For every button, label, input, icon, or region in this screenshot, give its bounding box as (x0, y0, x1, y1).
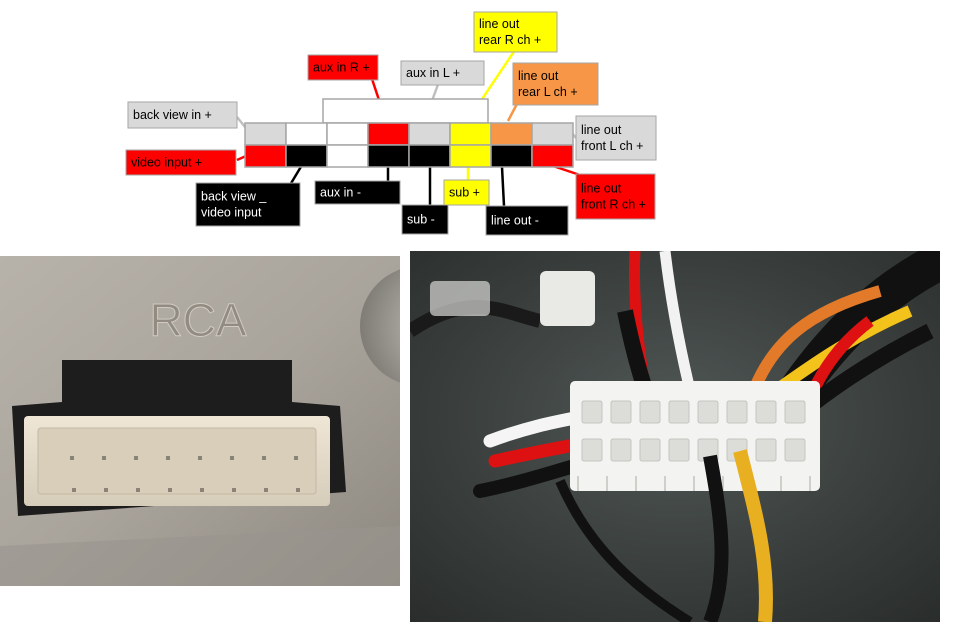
connector-latch (322, 98, 489, 124)
pin-top-1 (244, 122, 287, 146)
wire-orange (744, 285, 882, 403)
pin-top-6 (449, 122, 492, 146)
label-text: video input + (131, 156, 202, 170)
pinout-diagram: back view in + video input + aux in R + aux… (125, 11, 657, 236)
plug-housing (570, 381, 820, 491)
connector-pin-grid (244, 98, 574, 168)
label-line-out-rear-l-plus: line out rear L ch + (512, 62, 599, 106)
label-text: sub - (407, 213, 435, 227)
plug-photo (410, 251, 940, 622)
label-text: front R ch + (581, 198, 646, 212)
pin-labels: back view in + video input + aux in R + aux… (125, 11, 657, 236)
leader-back-view-in (236, 116, 246, 128)
pin-top-8 (531, 122, 574, 146)
label-text: rear L ch + (518, 85, 578, 99)
pin-bottom-5 (408, 144, 451, 168)
pin-bottom-2 (285, 144, 328, 168)
pin-top-4 (367, 122, 410, 146)
label-line-out-front-r-plus: line out front R ch + (575, 173, 656, 220)
label-text: line out (581, 182, 622, 196)
pin-top-7 (490, 122, 533, 146)
label-text: rear R ch + (479, 33, 541, 47)
label-aux-in-l-plus: aux in L + (400, 60, 485, 86)
pin-bottom-4 (367, 144, 410, 168)
label-back-view-in-plus: back view in + (127, 101, 238, 129)
label-line-out-rear-r-plus: line out rear R ch + (473, 11, 558, 53)
label-line-out-front-l-plus: line out front L ch + (575, 115, 657, 161)
socket-photo: RCA (0, 256, 400, 586)
pin-top-3 (326, 122, 369, 146)
label-text: back view in + (133, 108, 212, 122)
label-text: line out (581, 123, 622, 137)
pin-bottom-7 (490, 144, 533, 168)
label-line-out-minus: line out - (485, 205, 569, 236)
label-sub-plus: sub + (443, 179, 490, 206)
leader-line-out-minus (500, 166, 506, 207)
pin-bottom-1 (244, 144, 287, 168)
label-text: sub + (449, 186, 480, 200)
label-text: line out (479, 17, 520, 31)
panel-knob (360, 269, 400, 383)
label-text: line out (518, 69, 559, 83)
label-text: front L ch + (581, 139, 643, 153)
small-white-connector (540, 271, 595, 326)
socket-pins (70, 456, 300, 492)
thick-black-cable (771, 251, 940, 420)
pin-top-5 (408, 122, 451, 146)
pin-bottom-6 (449, 144, 492, 168)
label-sub-minus: sub - (401, 204, 449, 235)
label-back-view-video-input-minus: back view _video input (195, 182, 301, 227)
label-text: aux in - (320, 186, 361, 200)
label-text: aux in L + (406, 66, 460, 80)
pin-bottom-8 (531, 144, 574, 168)
label-aux-in-r-plus: aux in R + (307, 54, 379, 81)
wire-yellow-bottom (733, 449, 773, 622)
rca-embossed-label: RCA (149, 294, 246, 346)
label-text: line out - (491, 214, 539, 228)
label-text: aux in R + (313, 61, 370, 75)
pin-top-2 (285, 122, 328, 146)
label-aux-in-minus: aux in - (314, 180, 401, 205)
leader-back-view-minus (288, 164, 304, 186)
pin-bottom-3 (326, 144, 369, 168)
label-video-input-plus: video input + (125, 149, 237, 176)
socket-cavity (37, 427, 317, 495)
panel-shadow (0, 526, 400, 586)
label-text: back view _ (201, 190, 267, 204)
label-text: video input (201, 206, 262, 220)
